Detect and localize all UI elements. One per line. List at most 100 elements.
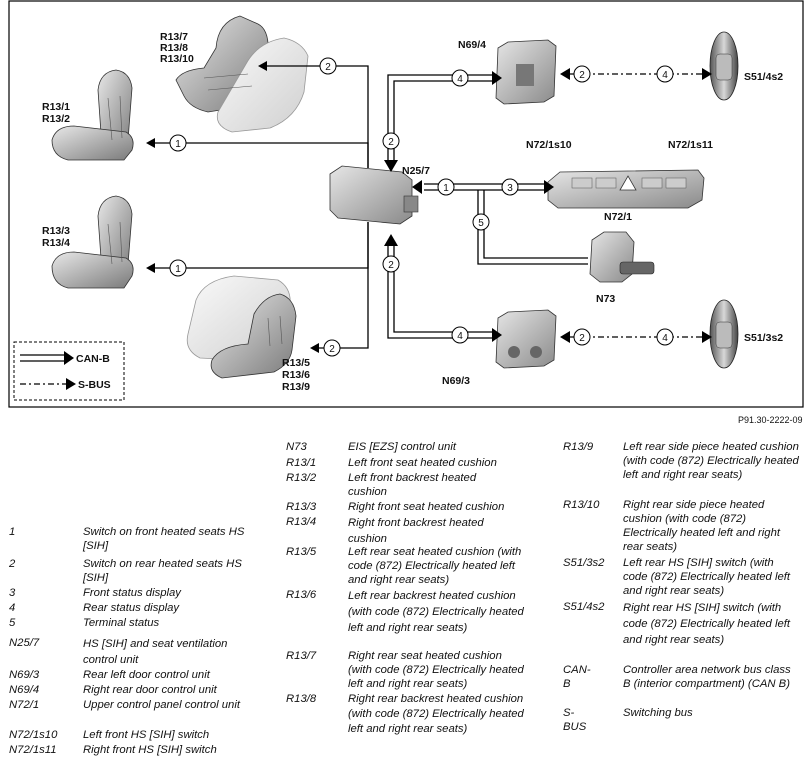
legend-key: S-BUS <box>563 707 587 733</box>
label-n73: N73 <box>596 293 615 305</box>
legend-text: Terminal status <box>83 617 160 629</box>
seat-label-r13-1: R13/1 <box>42 101 70 113</box>
legend-key: N69/4 <box>9 684 40 696</box>
legend-text: Left rear side piece heated cushion (wit… <box>623 441 799 481</box>
legend-key: R13/6 <box>286 589 317 601</box>
seat-label-r13-2: R13/2 <box>42 113 70 125</box>
line-number-3: 3 <box>507 183 513 194</box>
legend-text: Right rear side piece heated cushion (wi… <box>623 499 780 553</box>
wiring-diagram: 1 1 2 2 2 2 4 4 1 3 5 2 4 2 4 R13/7 R13/… <box>8 0 804 408</box>
legend-text: Upper control panel control unit <box>83 699 240 711</box>
label-n69-4: N69/4 <box>458 39 486 51</box>
legend-text: Left front backrest heated cushion <box>348 472 477 498</box>
n25-7-control-unit <box>329 165 419 225</box>
legend-key: R13/8 <box>286 693 317 705</box>
legend-text: Switching bus <box>623 707 693 719</box>
label-s51-3s2: S51/3s2 <box>744 332 783 344</box>
legend-text: Left rear HS [SIH] switch (with code (87… <box>623 557 791 597</box>
legend-text: Right rear seat heated cushion (with cod… <box>348 650 524 690</box>
legend-key: R13/5 <box>286 546 317 558</box>
legend-text: Left front HS [SIH] switch <box>83 729 210 741</box>
line-number-5: 5 <box>478 218 484 229</box>
legend-key: N25/7 <box>9 637 40 649</box>
line-number-4: 4 <box>662 70 668 81</box>
line-number-4: 4 <box>457 331 463 342</box>
line-number-4: 4 <box>457 74 463 85</box>
line-number-2: 2 <box>388 137 394 148</box>
legend-key: CAN-B <box>563 664 591 690</box>
legend-key: R13/10 <box>563 499 600 511</box>
seat-label-r13-9: R13/9 <box>282 381 310 393</box>
seat-label-r13-5: R13/5 <box>282 357 310 369</box>
label-n69-3: N69/3 <box>442 375 470 387</box>
seat-label-r13-10: R13/10 <box>160 53 194 65</box>
line-number-2: 2 <box>329 344 335 355</box>
n73-ignition-unit <box>589 231 655 283</box>
legend-key: N73 <box>286 441 307 453</box>
label-n72-1s11: N72/1s11 <box>668 139 713 151</box>
front-right-seat-image <box>51 195 134 289</box>
legend-text: Right rear HS [SIH] switch (with code (8… <box>623 602 791 646</box>
line-number-2: 2 <box>579 333 585 344</box>
legend-text: Rear status display <box>83 602 180 614</box>
n72-1-control-panel <box>547 169 705 209</box>
legend-text: Switch on front heated seats HS [SIH] <box>83 526 245 552</box>
legend-key: R13/9 <box>563 441 594 453</box>
legend-key: R13/3 <box>286 501 317 513</box>
legend-column-1: 1 Switch on front heated seats HS [SIH] 2… <box>9 525 271 761</box>
s51-3s2-switch <box>709 299 739 369</box>
legend-key: R13/7 <box>286 650 317 662</box>
line-number-1: 1 <box>443 183 449 194</box>
legend-key: 4 <box>9 602 16 614</box>
legend-key: S51/3s2 <box>563 557 605 569</box>
seat-label-r13-7: R13/7 <box>160 31 188 43</box>
legend-text: Left rear backrest heated cushion (with … <box>348 590 524 634</box>
legend-key: R13/1 <box>286 457 317 469</box>
line-number-2: 2 <box>325 62 331 73</box>
line-number-1: 1 <box>175 139 181 150</box>
label-n25-7: N25/7 <box>402 165 430 177</box>
legend-can-b: CAN-B <box>76 353 110 365</box>
legend-column-3: R13/9 Left rear side piece heated cushion… <box>563 440 805 733</box>
legend-text: HS [SIH] and seat ventilation control un… <box>83 638 228 666</box>
seat-label-r13-4: R13/4 <box>42 237 70 249</box>
legend-text: Right front HS [SIH] switch <box>83 744 217 756</box>
legend-text: Switch on rear heated seats HS [SIH] <box>83 558 242 584</box>
legend-key: 5 <box>9 617 16 629</box>
seat-label-r13-3: R13/3 <box>42 225 70 237</box>
seat-label-r13-8: R13/8 <box>160 42 188 54</box>
seat-label-r13-6: R13/6 <box>282 369 310 381</box>
legend-key: R13/4 <box>286 516 317 528</box>
legend-text: EIS [EZS] control unit <box>348 441 456 453</box>
legend-key: N72/1s11 <box>9 744 57 756</box>
legend-text: Left front seat heated cushion <box>348 457 497 469</box>
legend-text: Controller area network bus class B (int… <box>623 664 791 690</box>
line-number-1: 1 <box>175 264 181 275</box>
label-n72-1: N72/1 <box>604 211 632 223</box>
line-2-rear-right-seat <box>258 61 369 168</box>
legend-text: Right front seat heated cushion <box>348 501 505 513</box>
legend-key: S51/4s2 <box>563 601 605 613</box>
line-number-2: 2 <box>388 260 394 271</box>
legend-key: N72/1 <box>9 699 40 711</box>
rear-right-seat-image <box>175 15 309 133</box>
rear-left-seat-image <box>186 275 297 379</box>
legend-text: Right rear backrest heated cushion (with… <box>348 693 524 735</box>
legend-key: 3 <box>9 587 16 599</box>
legend-text: Rear left door control unit <box>83 669 210 681</box>
s51-4s2-switch <box>709 31 739 101</box>
legend-text: Right front backrest heated cushion <box>348 517 484 545</box>
legend-key: 2 <box>9 558 16 570</box>
legend-text: Front status display <box>83 587 181 599</box>
line-number-2: 2 <box>579 70 585 81</box>
reference-code: P91.30-2222-09 <box>738 415 803 425</box>
legend-key: N69/3 <box>9 669 40 681</box>
legend-text: Left rear seat heated cushion (with code… <box>348 546 522 586</box>
front-left-seat-image <box>51 69 134 161</box>
legend-key: 1 <box>9 526 16 538</box>
label-n72-1s10: N72/1s10 <box>526 139 572 151</box>
legend-key: N72/1s10 <box>9 729 58 741</box>
n69-4-door-control-unit <box>495 39 557 105</box>
line-number-4: 4 <box>662 333 668 344</box>
